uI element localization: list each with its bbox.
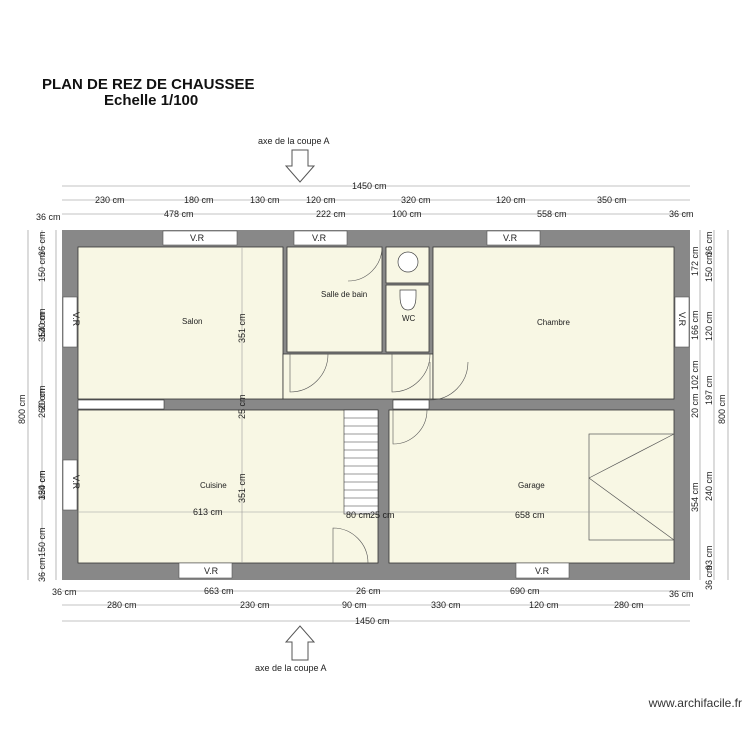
dim-right-inner-1: 166 cm — [690, 310, 700, 340]
dim-top-r2-1: 222 cm — [316, 209, 346, 219]
dim-top-r1-6: 350 cm — [597, 195, 627, 205]
dim-salon-height: 351 cm — [237, 313, 247, 343]
window-label-top-chambre: V.R — [503, 233, 518, 243]
dim-top-r2-left: 36 cm — [36, 212, 61, 222]
dim-right-outer-6: 36 cm — [704, 565, 714, 590]
room-chambre — [432, 246, 675, 400]
interior-dimension-lines — [78, 247, 674, 563]
dim-stair-width: 80 cm — [346, 510, 371, 520]
section-axis-bottom: axe de la coupe A — [255, 625, 327, 673]
dim-right-inner-3: 20 cm — [690, 393, 700, 418]
dim-right-inner-4: 354 cm — [690, 482, 700, 512]
window-label-top-salon: V.R — [190, 233, 205, 243]
room-label-salle-de-bain: Salle de bain — [321, 290, 367, 299]
dim-bottom-r2-0: 280 cm — [107, 600, 137, 610]
opening-salon-cuisine — [77, 399, 165, 410]
dim-right-outer-2: 120 cm — [704, 311, 714, 341]
dim-left-inner-2: 354 cm — [37, 470, 47, 500]
basin-icon — [397, 251, 419, 273]
dim-bottom-r1-0: 36 cm — [52, 587, 77, 597]
dim-right-outer-0: 36 cm — [704, 231, 714, 256]
dim-garage-width: 658 cm — [515, 510, 545, 520]
room-label-chambre: Chambre — [537, 318, 570, 327]
room-salle-de-bain — [286, 246, 383, 353]
dim-bottom-r2-2: 90 cm — [342, 600, 367, 610]
dim-bottom-r2-3: 330 cm — [431, 600, 461, 610]
dim-left-outer-2: 120 cm — [37, 308, 47, 338]
room-garage — [388, 409, 675, 564]
room-label-cuisine: Cuisine — [200, 481, 227, 490]
window-label-left-salon: V.R — [71, 312, 81, 327]
window-label-bottom-cuisine: V.R — [204, 566, 219, 576]
dim-bottom-total: 1450 cm — [355, 616, 390, 626]
dim-bottom-r1-3: 690 cm — [510, 586, 540, 596]
dim-top-r2-0: 478 cm — [164, 209, 194, 219]
dim-left-outer-5: 150 cm — [37, 527, 47, 557]
dim-left-total: 800 cm — [17, 394, 27, 424]
dim-left-outer-6: 36 cm — [37, 557, 47, 582]
dim-right-outer-4: 240 cm — [704, 471, 714, 501]
dim-bottom-r2-1: 230 cm — [240, 600, 270, 610]
dim-stair-wall: 25 cm — [370, 510, 395, 520]
window-label-left-cuisine: V.R — [71, 475, 81, 490]
plan-title: PLAN DE REZ DE CHAUSSEE — [42, 76, 255, 93]
wc-fixtures — [397, 251, 419, 311]
dimension-lines — [27, 185, 729, 622]
arrow-down-icon — [284, 149, 316, 183]
toilet-icon — [399, 289, 417, 311]
dim-right-outer-1: 150 cm — [704, 252, 714, 282]
dim-left-inner-1: 20 cm — [37, 385, 47, 410]
room-cuisine — [77, 409, 379, 564]
dim-right-inner-2: 102 cm — [690, 360, 700, 390]
dim-top-r1-4: 320 cm — [401, 195, 431, 205]
door-swings — [289, 246, 469, 564]
dim-bottom-r1-1: 663 cm — [204, 586, 234, 596]
dim-bottom-r2-4: 120 cm — [529, 600, 559, 610]
dim-top-r2-right: 36 cm — [669, 209, 694, 219]
dim-right-inner-0: 172 cm — [690, 246, 700, 276]
window-label-bottom-garage: V.R — [535, 566, 550, 576]
room-salon — [77, 246, 284, 400]
dim-left-inner-0: 354 cm — [37, 312, 47, 342]
dim-top-r2-2: 100 cm — [392, 209, 422, 219]
room-hall — [282, 353, 434, 400]
dim-left-outer-0: 36 cm — [37, 231, 47, 256]
dim-hall-wall: 25 cm — [237, 394, 247, 419]
room-label-garage: Garage — [518, 481, 545, 490]
staircase — [343, 409, 379, 515]
dim-top-r1-1: 180 cm — [184, 195, 214, 205]
dim-cuisine-height: 351 cm — [237, 473, 247, 503]
opening-garage — [392, 399, 430, 410]
plan-scale: Echelle 1/100 — [104, 92, 199, 109]
arrow-up-icon — [284, 625, 316, 661]
windows — [62, 230, 690, 579]
dim-cuisine-width: 613 cm — [193, 507, 223, 517]
dim-top-r1-0: 230 cm — [95, 195, 125, 205]
section-axis-top-label: axe de la coupe A — [258, 136, 330, 146]
dim-top-r2-3: 558 cm — [537, 209, 567, 219]
dim-left-outer-1: 150 cm — [37, 252, 47, 282]
dim-right-outer-3: 197 cm — [704, 375, 714, 405]
dim-bottom-r1-2: 26 cm — [356, 586, 381, 596]
dim-right-total: 800 cm — [717, 394, 727, 424]
dim-left-outer-4: 120 cm — [37, 470, 47, 500]
section-axis-bottom-label: axe de la coupe A — [255, 663, 327, 673]
room-label-salon: Salon — [182, 317, 202, 326]
section-axis-top: axe de la coupe A — [258, 136, 330, 183]
footer-brand[interactable]: www.archifacile.fr — [648, 696, 742, 710]
window-label-top-bath: V.R — [312, 233, 327, 243]
dim-left-outer-3: 260 cm — [37, 388, 47, 418]
room-label-wc: WC — [402, 314, 416, 323]
dim-bottom-r2-5: 280 cm — [614, 600, 644, 610]
dim-bottom-r1-4: 36 cm — [669, 589, 694, 599]
window-label-right-chambre: V.R — [677, 312, 687, 327]
garage-vehicle — [588, 433, 675, 541]
dim-right-outer-5: 93 cm — [704, 545, 714, 570]
dim-top-r1-3: 120 cm — [306, 195, 336, 205]
dim-top-r1-2: 130 cm — [250, 195, 280, 205]
dim-top-total: 1450 cm — [352, 181, 387, 191]
dim-top-r1-5: 120 cm — [496, 195, 526, 205]
